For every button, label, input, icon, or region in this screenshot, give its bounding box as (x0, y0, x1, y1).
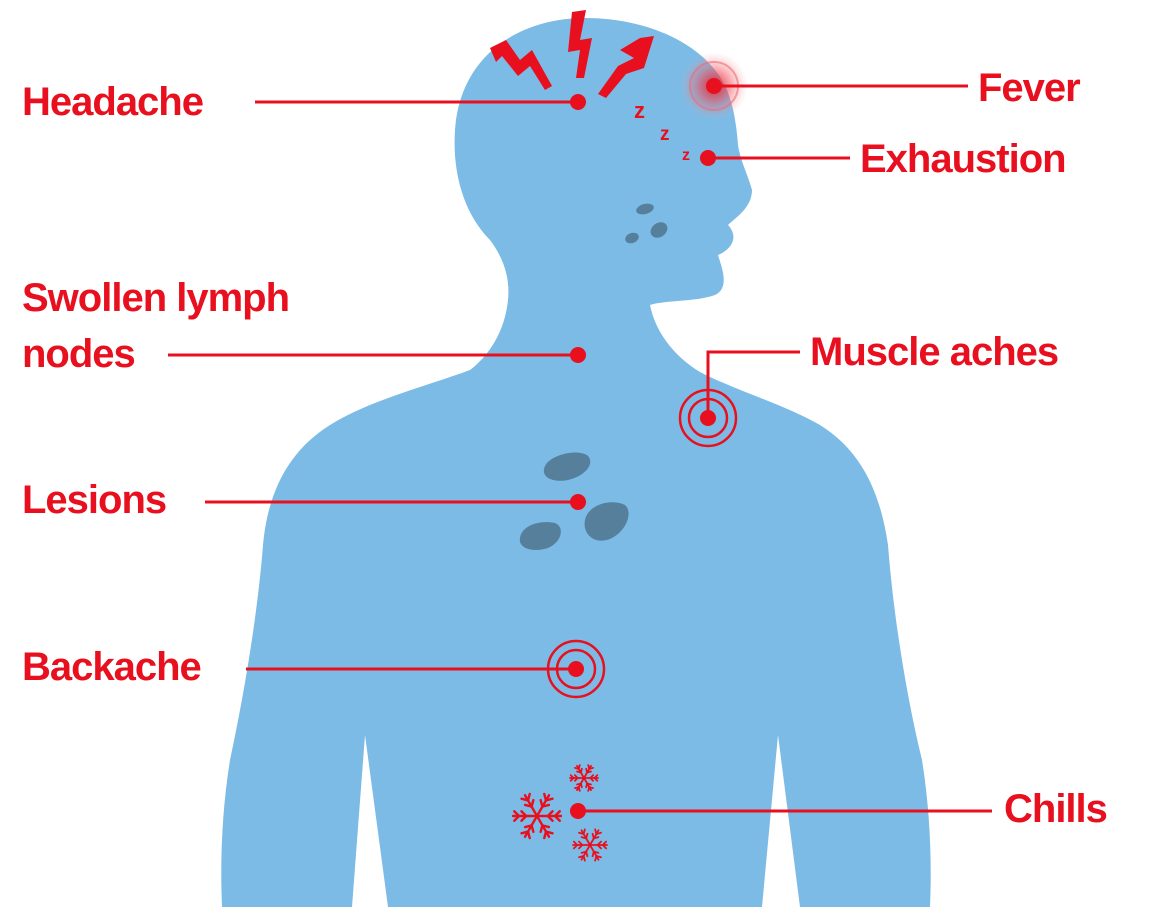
zzz-letter-3: z (682, 147, 690, 164)
label-muscle-aches: Muscle aches (810, 326, 1058, 378)
label-swollen-lymph-line2: nodes (22, 328, 135, 380)
label-swollen-lymph-line1: Swollen lymph (22, 272, 289, 324)
label-backache: Backache (22, 641, 201, 693)
label-chills: Chills (1004, 783, 1107, 835)
muscle-aches-dot (700, 410, 716, 426)
label-headache: Headache (22, 76, 203, 128)
zzz-letter-2: z (660, 124, 670, 145)
lesions-dot (570, 494, 586, 510)
headache-dot (570, 94, 586, 110)
label-fever: Fever (978, 62, 1080, 114)
backache-dot (568, 661, 584, 677)
exhaustion-dot (700, 150, 716, 166)
label-lesions: Lesions (22, 474, 166, 526)
chills-dot (570, 803, 586, 819)
zzz-letter-1: z (634, 98, 645, 123)
label-exhaustion: Exhaustion (860, 133, 1066, 185)
fever-dot (706, 78, 722, 94)
swollen-dot (570, 347, 586, 363)
